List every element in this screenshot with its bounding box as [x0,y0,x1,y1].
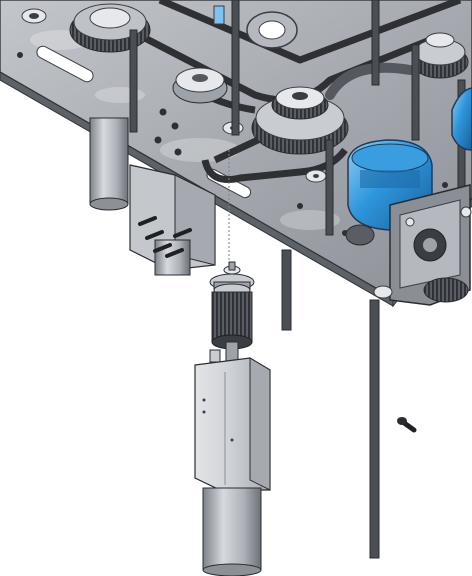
bracket-gear [373,277,469,303]
exploded-washer [223,261,241,275]
exploded-motor [194,349,271,576]
lifting-ring [246,11,298,49]
side-mount-block [129,164,216,276]
mount-screws [138,216,192,258]
motor-bracket [345,184,472,306]
small-blue-part [213,5,225,25]
blue-motor-back [451,87,472,151]
right-upper-pulley [411,32,469,79]
support-legs [281,249,380,559]
left-hanging-motor [89,117,129,211]
exploded-pulley [209,273,255,363]
central-gear-assembly [172,67,349,155]
loose-screw [397,417,417,433]
tensioner-arm [325,62,415,100]
